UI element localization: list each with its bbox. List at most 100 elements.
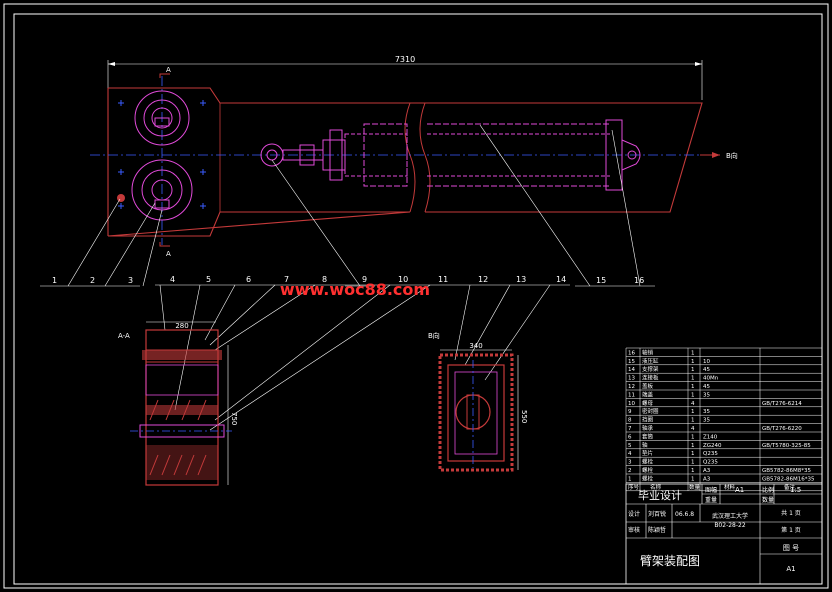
watermark-text: www.woc88.com [280, 280, 430, 299]
callout-2: 2 [90, 276, 95, 285]
bom-row-name: 挡圈 [642, 416, 654, 424]
bom-row-material: 35 [703, 392, 710, 398]
bom-row-qty: 4 [691, 401, 695, 407]
sheet-size: A1 [735, 486, 744, 494]
bom-row-material: Q235 [703, 460, 718, 466]
view-b-label: B向 [428, 331, 440, 340]
bom-header-std: 备注 [784, 483, 796, 491]
bom-row-no: 16 [628, 350, 635, 356]
title-block: 毕业设计 图幅 A1 比例 1:5 重量 数量 设计 刘百锐 06.6.8 审核… [625, 483, 823, 585]
school-name: 武汉理工大学 [712, 512, 748, 520]
bom-row-material: 45 [703, 384, 710, 390]
callout-14: 14 [556, 275, 566, 284]
callout-6: 6 [246, 275, 251, 284]
bom-row-qty: 1 [691, 476, 695, 482]
bom-row-no: 13 [628, 376, 635, 382]
bom-row-material: A3 [703, 476, 711, 482]
bom-row-no: 11 [628, 392, 635, 398]
bom-row-material: 45 [703, 367, 710, 373]
bom-row-std: GB/T5780-325-85 [762, 443, 811, 449]
designer-label: 设计 [628, 510, 640, 518]
inner-frame [13, 13, 823, 585]
checker-label: 审核 [628, 526, 640, 534]
boom-outline [107, 87, 703, 237]
bom-row-qty: 1 [691, 409, 695, 415]
callout-10: 10 [398, 275, 408, 284]
bom-row-no: 3 [628, 460, 632, 466]
bom-row-name: 轴 [642, 441, 648, 449]
bom-row-material: ZG240 [703, 443, 722, 449]
aa-height-dim: 750 [230, 412, 238, 425]
project-title: 毕业设计 [638, 489, 682, 502]
design-date: 06.6.8 [675, 511, 694, 518]
callout-5: 5 [206, 275, 211, 284]
bom-row-qty: 4 [691, 426, 695, 432]
bom-row-name: 支撑架 [642, 365, 659, 373]
section-a-top-label: A [166, 66, 171, 74]
bolt-marks [118, 100, 206, 209]
bom-row-name: 盖板 [642, 382, 654, 390]
bom-row-name: 螺栓 [642, 458, 654, 466]
callout-16: 16 [634, 276, 644, 285]
callout-1: 1 [52, 276, 57, 285]
callout-7: 7 [284, 275, 289, 284]
bolt-head [117, 194, 125, 202]
bom-row-qty: 1 [691, 451, 695, 457]
bom-row-name: 密封圈 [642, 407, 659, 415]
bom-row-std: GB/T276-6214 [762, 401, 802, 407]
bom-row-name: 液压缸 [642, 357, 659, 365]
outer-frame [3, 3, 829, 589]
drawing-code: B02-28-22 [714, 522, 746, 529]
bom-row-qty: 1 [691, 443, 695, 449]
break-line-right [419, 102, 431, 213]
callout-13: 13 [516, 275, 526, 284]
designer: 刘百锐 [648, 510, 666, 518]
bom-row-name: 螺母 [642, 399, 654, 407]
weight-label: 重量 [705, 496, 717, 504]
bom-row-material: A3 [703, 468, 711, 474]
bom-row-no: 10 [628, 401, 635, 407]
bom-row-name: 螺栓 [642, 474, 654, 482]
hydraulic-cylinder [260, 119, 641, 191]
bom-header-qty: 数量 [689, 483, 701, 491]
callout-8: 8 [322, 275, 327, 284]
bom-row-qty: 1 [691, 418, 695, 424]
bom-row-no: 1 [628, 476, 632, 482]
bom-row-qty: 1 [691, 350, 695, 356]
lower-pulley [131, 159, 193, 221]
section-a-bottom-label: A [166, 250, 171, 258]
overall-length-dim: 7310 [395, 55, 415, 64]
section-aa-view: A-A 280 750 [118, 321, 238, 486]
bom-row-name: 端盖 [642, 390, 654, 398]
sheet-size-label: 图幅 [705, 486, 717, 494]
callout-9: 9 [362, 275, 367, 284]
checker: 陈颖哲 [648, 526, 666, 534]
bom-row-qty: 1 [691, 434, 695, 440]
bom-row-name: 连接板 [642, 374, 659, 382]
callout-15: 15 [596, 276, 606, 285]
bom-row-material: Z140 [703, 434, 718, 440]
drawing-no: A1 [786, 565, 795, 573]
bom-row-no: 15 [628, 359, 635, 365]
qty-label: 数量 [762, 496, 774, 504]
section-aa-label: A-A [118, 332, 130, 340]
upper-pulley [134, 90, 190, 146]
bom-row-std: GB5782-86M8*35 [762, 468, 812, 474]
sheet-number: 第 1 页 [781, 526, 801, 534]
callout-3: 3 [128, 276, 133, 285]
scale-label: 比例 [762, 486, 774, 494]
bom-row-qty: 1 [691, 359, 695, 365]
bom-row-material: 10 [703, 359, 710, 365]
bom-row-name: 螺栓 [642, 466, 654, 474]
bom-row-qty: 1 [691, 376, 695, 382]
bom-row-no: 14 [628, 367, 635, 373]
view-b: B向 340 550 [428, 331, 528, 472]
bom-header-material: 材料 [724, 483, 736, 491]
bom-row-material: Q235 [703, 451, 718, 457]
bom-row-no: 5 [628, 443, 632, 449]
bom-row-no: 7 [628, 426, 632, 432]
b-height-dim: 550 [520, 410, 528, 423]
bom-row-qty: 1 [691, 367, 695, 373]
callout-12: 12 [478, 275, 488, 284]
view-b-arrow-label: B向 [726, 151, 738, 160]
